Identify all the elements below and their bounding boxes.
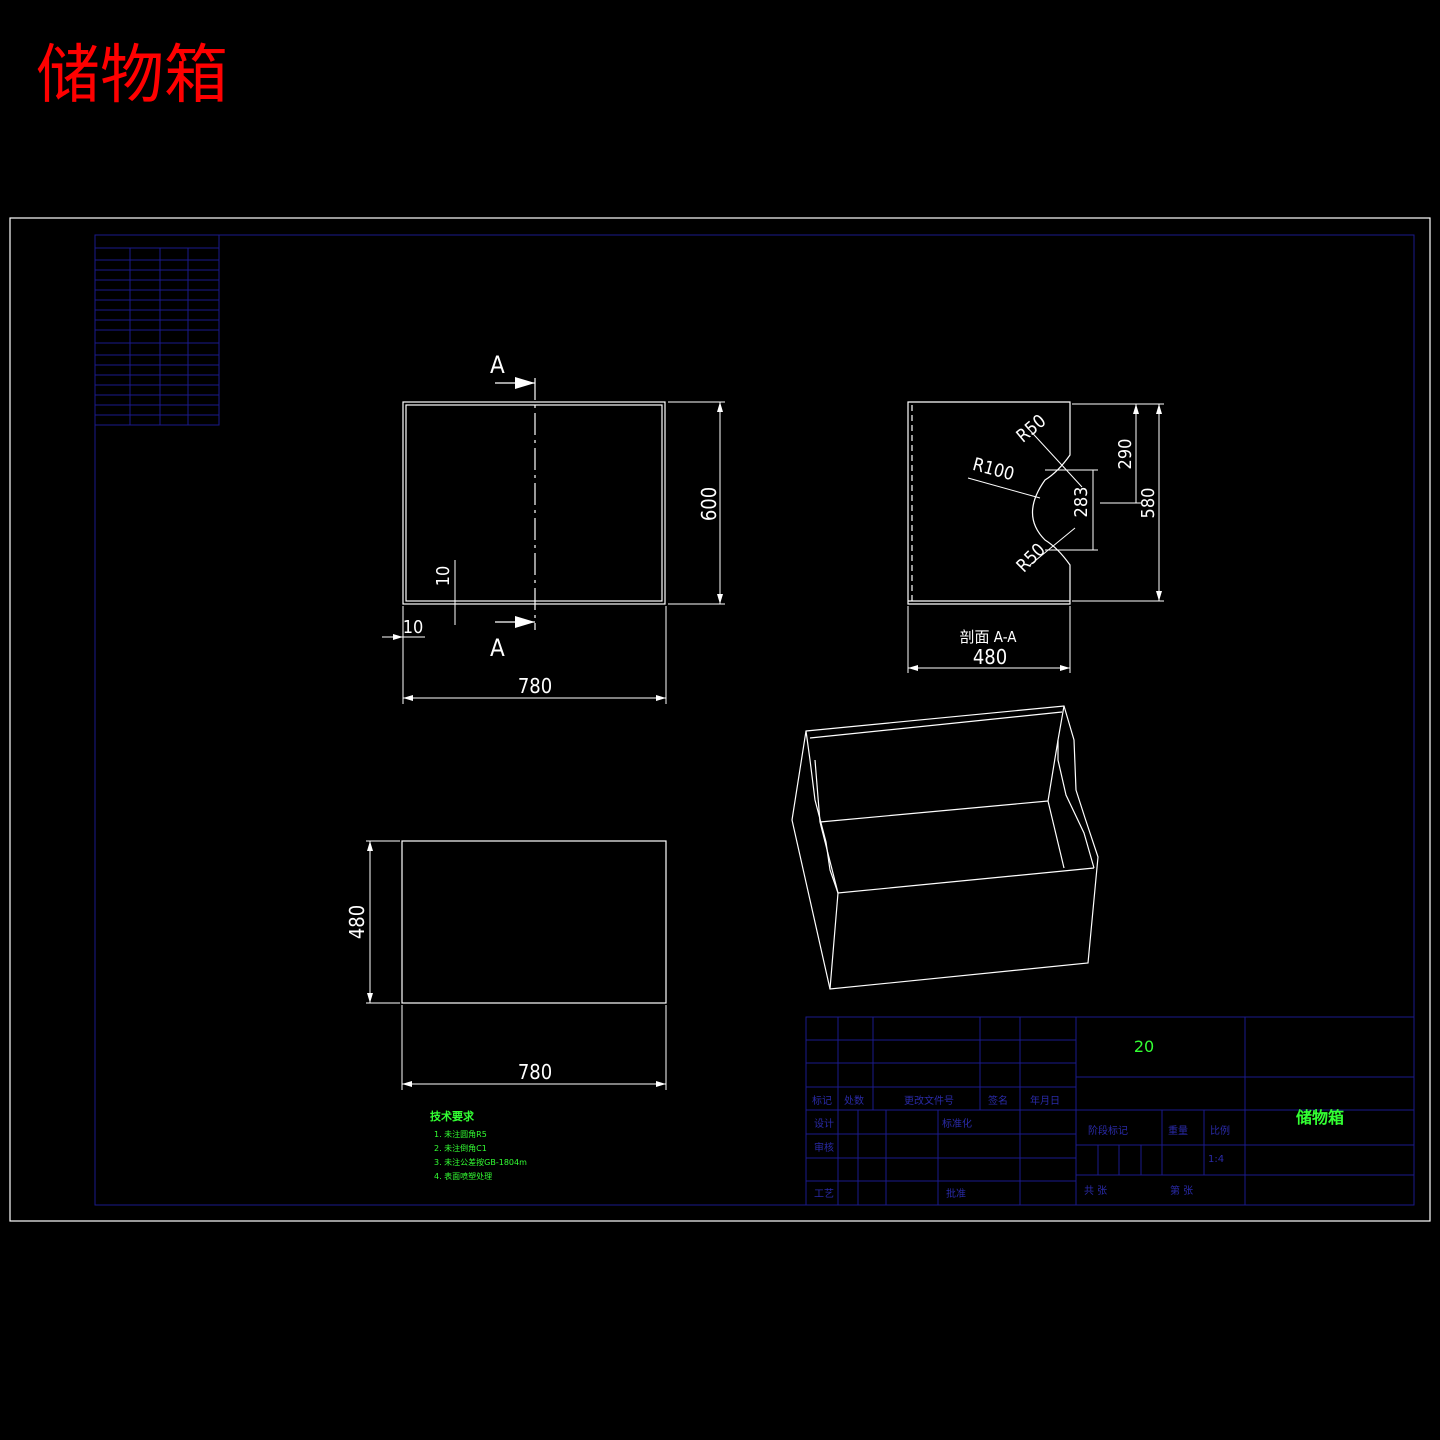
dim-cutout: 283 <box>1071 487 1092 518</box>
section-view: R50 R100 R50 283 290 580 剖面 A-A 480 <box>907 401 1164 673</box>
label-revision-doc: 更改文件号 <box>904 1094 954 1107</box>
section-marker-top: A <box>490 351 505 379</box>
label-process: 工艺 <box>814 1188 834 1200</box>
dim-top-width: 780 <box>518 1060 552 1084</box>
dim-section-height: 580 <box>1138 488 1159 519</box>
dim-front-width: 780 <box>518 674 552 698</box>
dim-wall-vertical: 10 <box>433 566 454 587</box>
radius-bottom: R50 <box>1012 539 1049 576</box>
dim-upper: 290 <box>1115 439 1136 470</box>
top-view: 480 780 <box>345 840 667 1090</box>
dim-front-height: 600 <box>697 487 721 521</box>
section-arrow-bottom <box>515 616 535 628</box>
label-mark: 标记 <box>812 1095 832 1107</box>
section-arrow-top <box>515 377 535 389</box>
radius-top: R50 <box>1013 411 1051 448</box>
label-sheet-no: 第 张 <box>1170 1184 1193 1197</box>
section-marker-bottom: A <box>490 634 505 662</box>
isometric-view <box>791 705 1099 990</box>
label-scale: 比例 <box>1210 1124 1230 1137</box>
label-weight: 重量 <box>1168 1124 1188 1137</box>
title-block: 20 储物箱 标记 处数 更改文件号 签名 年月日 设计 标准化 审核 工艺 批… <box>805 1016 1415 1206</box>
tech-req-item: 2. 未注倒角C1 <box>434 1143 487 1153</box>
dim-wall-horizontal: 10 <box>403 617 424 638</box>
dim-section-width: 480 <box>973 645 1007 669</box>
scale-value: 20 <box>1134 1037 1154 1056</box>
section-outline <box>907 401 1071 605</box>
label-approve: 批准 <box>946 1187 966 1200</box>
label-count: 处数 <box>844 1094 864 1107</box>
tech-req-item: 3. 未注公差按GB-1804m <box>434 1157 527 1167</box>
section-label: 剖面 A-A <box>960 628 1018 646</box>
label-check: 审核 <box>814 1141 834 1154</box>
reference-table <box>94 234 220 426</box>
front-view: A A 600 780 10 10 <box>382 351 725 704</box>
part-name: 储物箱 <box>1295 1108 1344 1127</box>
scale-ratio: 1:4 <box>1208 1154 1224 1165</box>
tech-req-heading: 技术要求 <box>430 1109 475 1123</box>
tech-req-item: 1. 未注圆角R5 <box>434 1129 487 1139</box>
label-date: 年月日 <box>1030 1094 1060 1107</box>
tech-req-item: 4. 表面喷塑处理 <box>434 1171 492 1181</box>
front-view-inner <box>405 404 663 602</box>
sheet-outer-border <box>9 217 1431 1222</box>
technical-requirements: 技术要求 1. 未注圆角R5 2. 未注倒角C1 3. 未注公差按GB-1804… <box>430 1109 527 1181</box>
top-view-outline <box>401 840 667 1004</box>
sheet-inner-frame <box>94 234 1415 1206</box>
page-title: 储物箱 <box>36 39 228 113</box>
dim-top-depth: 480 <box>345 905 369 939</box>
label-design: 设计 <box>814 1117 834 1130</box>
label-stage-mark: 阶段标记 <box>1088 1124 1128 1137</box>
label-sheets-total: 共 张 <box>1084 1185 1107 1197</box>
front-view-outer <box>402 401 666 605</box>
label-standardize: 标准化 <box>942 1117 972 1130</box>
label-signature: 签名 <box>988 1094 1008 1107</box>
